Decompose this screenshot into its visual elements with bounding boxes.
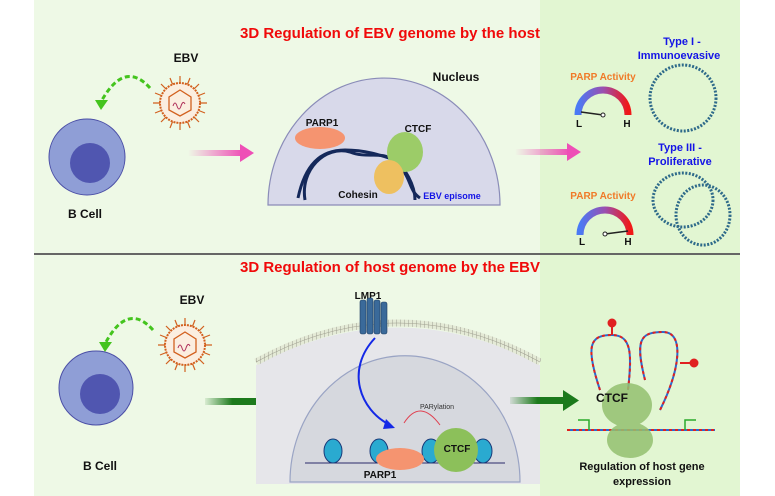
type3-label-line2: Proliferative xyxy=(648,156,712,168)
ebv-virus-icon xyxy=(153,76,207,130)
top-arrow-left xyxy=(188,144,254,162)
signaling-arrowhead xyxy=(383,419,395,429)
b-cell-icon xyxy=(58,350,134,426)
cohesin-label: Cohesin xyxy=(338,190,377,201)
parp-gauge-high xyxy=(576,206,634,237)
nucleosome-icons xyxy=(323,438,493,464)
top-result-background xyxy=(540,0,740,253)
type1-gauge-low: L xyxy=(576,119,582,130)
parp-gauge-low xyxy=(574,86,632,118)
top-bcell-label: B Cell xyxy=(68,207,102,221)
infection-arrow xyxy=(104,317,155,343)
lmp1-label: LMP1 xyxy=(355,291,382,302)
result-line2: expression xyxy=(613,476,671,488)
bottom-ctcf-label: CTCF xyxy=(444,444,471,455)
top-ctcf-label: CTCF xyxy=(405,124,432,135)
nucleus-label: Nucleus xyxy=(433,70,480,84)
type3-gauge-high: H xyxy=(624,237,631,248)
bottom-parp1-label: PARP1 xyxy=(364,470,397,481)
parp1-protein-icon xyxy=(376,448,424,470)
top-ebv-label: EBV xyxy=(174,51,199,65)
type1-gauge-title: PARP Activity xyxy=(570,72,636,83)
loop-ctcf-label: CTCF xyxy=(596,391,628,405)
bottom-ebv-label: EBV xyxy=(180,293,205,307)
ctcf-complex-icon xyxy=(602,383,653,458)
bottom-bcell-label: B Cell xyxy=(83,459,117,473)
infection-arrowhead xyxy=(99,342,112,352)
circular-episome-icon xyxy=(648,63,718,133)
infection-arrow xyxy=(100,75,152,101)
parylation-label: PARylation xyxy=(420,404,454,411)
nucleus-shape xyxy=(267,77,501,206)
cohesin-protein-icon xyxy=(374,160,404,194)
type1-gauge-high: H xyxy=(623,119,630,130)
episome-label: EBV episome xyxy=(423,191,481,201)
bottom-title: 3D Regulation of host genome by the EBV xyxy=(240,259,540,276)
type3-gauge-title: PARP Activity xyxy=(570,191,636,202)
parp1-protein-icon xyxy=(295,127,345,149)
type3-gauge-low: L xyxy=(579,237,585,248)
bottom-arrow-right xyxy=(510,390,579,411)
gauge-needle xyxy=(604,230,629,235)
infection-arrowhead xyxy=(95,100,108,110)
tss-arrows xyxy=(578,419,696,430)
top-parp1-label: PARP1 xyxy=(306,118,339,129)
methylation-marks xyxy=(607,318,699,368)
ebv-episome-dna-icon xyxy=(296,148,421,201)
gauge-needle xyxy=(580,111,604,116)
type1-label-line2: Immunoevasive xyxy=(638,50,721,62)
type3-label-line1: Type III - xyxy=(658,142,702,154)
ebv-virus-icon xyxy=(158,318,212,372)
top-arrow-right xyxy=(515,143,581,161)
supercoiled-episome-icon xyxy=(651,171,732,247)
bottom-result-background xyxy=(540,255,740,496)
type1-label-line1: Type I - xyxy=(663,36,701,48)
parylation-arrow xyxy=(403,410,441,426)
lmp1-receptor-icon xyxy=(359,297,388,335)
top-title: 3D Regulation of EBV genome by the host xyxy=(240,25,540,42)
result-line1: Regulation of host gene xyxy=(579,461,704,473)
signaling-arrow xyxy=(357,337,391,426)
ctcf-protein-icon xyxy=(434,428,478,472)
b-cell-icon xyxy=(48,118,126,196)
